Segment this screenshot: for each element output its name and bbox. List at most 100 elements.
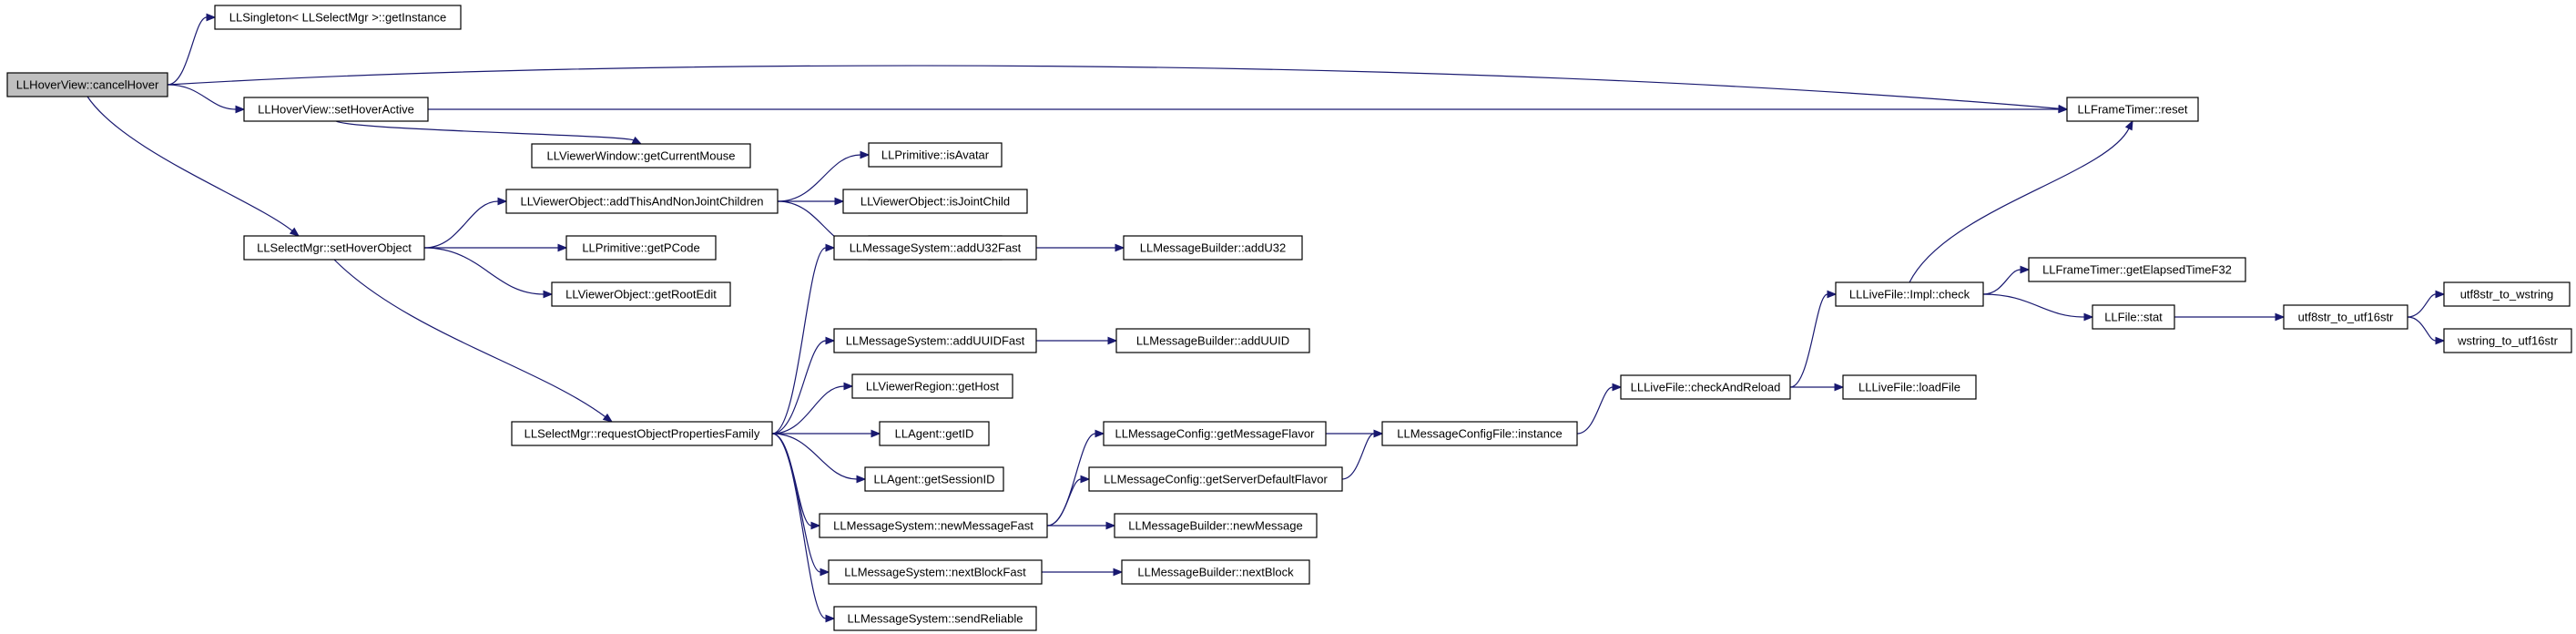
edge-set-hover-object-to-req-props xyxy=(333,259,614,423)
edge-next-block-fast-to-next-block xyxy=(1042,568,1124,577)
node-label: LLMessageSystem::nextBlockFast xyxy=(844,566,1026,579)
node-singleton[interactable]: LLSingleton< LLSelectMgr >::getInstance xyxy=(214,5,462,30)
node-box xyxy=(833,235,1037,261)
node-label: LLMessageSystem::newMessageFast xyxy=(833,519,1033,533)
edge-line xyxy=(1909,128,2130,283)
node-stat[interactable]: LLFile::stat xyxy=(2092,304,2175,330)
node-get-session-id[interactable]: LLAgent::getSessionID xyxy=(864,466,1004,492)
node-set-hover-active[interactable]: LLHoverView::setHoverActive xyxy=(243,97,429,122)
node-box xyxy=(243,97,429,122)
node-impl-check[interactable]: LLLiveFile::Impl::check xyxy=(1835,281,1984,307)
node-label: LLViewerWindow::getCurrentMouse xyxy=(547,149,736,163)
node-send-reliable[interactable]: LLMessageSystem::sendReliable xyxy=(833,606,1037,631)
node-get-root-edit[interactable]: LLViewerObject::getRootEdit xyxy=(551,281,731,307)
edge-req-props-to-get-session-id xyxy=(771,433,867,484)
edge-line xyxy=(2407,316,2437,342)
node-box xyxy=(565,235,717,261)
edge-line xyxy=(1576,386,1614,435)
node-is-avatar[interactable]: LLPrimitive::isAvatar xyxy=(868,142,1003,168)
arrowhead xyxy=(543,290,554,299)
node-box xyxy=(1088,466,1343,492)
edge-req-props-to-add-u32-fast xyxy=(771,243,836,435)
node-elapsed[interactable]: LLFrameTimer::getElapsedTimeF32 xyxy=(2028,257,2246,282)
node-load-file[interactable]: LLLiveFile::loadFile xyxy=(1842,374,1977,400)
node-get-host[interactable]: LLViewerRegion::getHost xyxy=(851,373,1013,399)
edge-req-props-to-get-host xyxy=(771,382,854,435)
node-label: LLHoverView::cancelHover xyxy=(16,78,159,92)
arrowhead xyxy=(825,614,836,623)
node-next-block-fast[interactable]: LLMessageSystem::nextBlockFast xyxy=(828,559,1043,585)
edge-req-props-to-get-id xyxy=(771,429,881,438)
node-box xyxy=(864,466,1004,492)
node-next-block[interactable]: LLMessageBuilder::nextBlock xyxy=(1121,559,1310,585)
node-add-uuid[interactable]: LLMessageBuilder::addUUID xyxy=(1115,328,1310,353)
node-label: LLFrameTimer::reset xyxy=(2078,103,2188,117)
edge-layer xyxy=(87,13,2446,623)
node-box xyxy=(2092,304,2175,330)
arrowhead xyxy=(1373,429,1384,438)
edge-line xyxy=(1046,478,1082,527)
edge-line xyxy=(771,247,827,435)
node-add-this[interactable]: LLViewerObject::addThisAndNonJointChildr… xyxy=(505,189,779,214)
node-is-joint-child[interactable]: LLViewerObject::isJointChild xyxy=(842,189,1028,214)
node-label: utf8str_to_utf16str xyxy=(2298,311,2394,324)
node-new-message[interactable]: LLMessageBuilder::newMessage xyxy=(1114,513,1318,538)
node-get-pcode[interactable]: LLPrimitive::getPCode xyxy=(565,235,717,261)
node-add-u32-fast[interactable]: LLMessageSystem::addU32Fast xyxy=(833,235,1037,261)
node-box xyxy=(1103,421,1327,446)
node-label: LLSelectMgr::requestObjectPropertiesFami… xyxy=(524,427,760,441)
node-box xyxy=(2028,257,2246,282)
arrowhead xyxy=(820,568,830,577)
node-label: LLMessageSystem::addU32Fast xyxy=(850,241,1022,255)
edge-cancel-hover-to-set-hover-active xyxy=(167,84,246,114)
arrowhead xyxy=(810,521,821,530)
edge-req-props-to-add-uuidfast xyxy=(771,336,836,435)
arrowhead xyxy=(2058,105,2069,114)
node-utf8to16[interactable]: utf8str_to_utf16str xyxy=(2283,304,2408,330)
node-add-u32[interactable]: LLMessageBuilder::addU32 xyxy=(1123,235,1303,261)
node-wtoutf16[interactable]: wstring_to_utf16str xyxy=(2443,328,2572,353)
node-utf8to-w[interactable]: utf8str_to_wstring xyxy=(2443,281,2571,307)
node-get-current-mouse[interactable]: LLViewerWindow::getCurrentMouse xyxy=(531,143,751,169)
node-label: LLMessageConfig::getServerDefaultFlavor xyxy=(1104,473,1328,486)
node-box xyxy=(1620,374,1791,400)
node-set-hover-object[interactable]: LLSelectMgr::setHoverObject xyxy=(243,235,425,261)
arrowhead xyxy=(235,105,246,114)
edge-impl-check-to-stat xyxy=(1982,293,2094,322)
node-frame-reset[interactable]: LLFrameTimer::reset xyxy=(2066,97,2199,122)
arrowhead xyxy=(860,150,871,159)
node-req-props[interactable]: LLSelectMgr::requestObjectPropertiesFami… xyxy=(511,421,773,446)
node-label: LLSelectMgr::setHoverObject xyxy=(257,241,412,255)
node-cancel-hover[interactable]: LLHoverView::cancelHover xyxy=(6,72,168,97)
node-add-uuidfast[interactable]: LLMessageSystem::addUUIDFast xyxy=(833,328,1037,353)
node-new-message-fast[interactable]: LLMessageSystem::newMessageFast xyxy=(819,513,1048,538)
node-label: LLViewerRegion::getHost xyxy=(866,380,1000,394)
arrowhead xyxy=(206,13,217,22)
arrowhead xyxy=(834,197,845,206)
edge-utf8to16-to-utf8to-w xyxy=(2407,290,2446,318)
edge-impl-check-to-elapsed xyxy=(1982,265,2031,295)
arrowhead xyxy=(1105,521,1116,530)
node-label: LLMessageBuilder::addUUID xyxy=(1136,334,1289,348)
node-box xyxy=(828,559,1043,585)
node-label: LLLiveFile::checkAndReload xyxy=(1631,381,1781,394)
node-label: LLViewerObject::getRootEdit xyxy=(565,288,717,302)
edge-impl-check-to-frame-reset xyxy=(1909,119,2133,283)
node-get-message-flavor[interactable]: LLMessageConfig::getMessageFlavor xyxy=(1103,421,1327,446)
node-box xyxy=(833,606,1037,631)
node-box xyxy=(1842,374,1977,400)
node-label: LLMessageBuilder::newMessage xyxy=(1128,519,1303,533)
edge-set-hover-active-to-get-current-mouse xyxy=(335,120,643,145)
node-get-id[interactable]: LLAgent::getID xyxy=(879,421,990,446)
node-label: LLViewerObject::addThisAndNonJointChildr… xyxy=(521,195,764,209)
node-config-instance[interactable]: LLMessageConfigFile::instance xyxy=(1381,421,1578,446)
node-label: LLMessageSystem::addUUIDFast xyxy=(846,334,1025,348)
node-label: LLFile::stat xyxy=(2104,311,2163,324)
node-check-and-reload[interactable]: LLLiveFile::checkAndReload xyxy=(1620,374,1791,400)
arrowhead xyxy=(856,475,867,484)
edge-new-message-fast-to-get-server-default-flavor xyxy=(1046,475,1091,527)
edge-line xyxy=(771,340,827,435)
node-label: LLAgent::getID xyxy=(895,427,974,441)
node-get-server-default-flavor[interactable]: LLMessageConfig::getServerDefaultFlavor xyxy=(1088,466,1343,492)
